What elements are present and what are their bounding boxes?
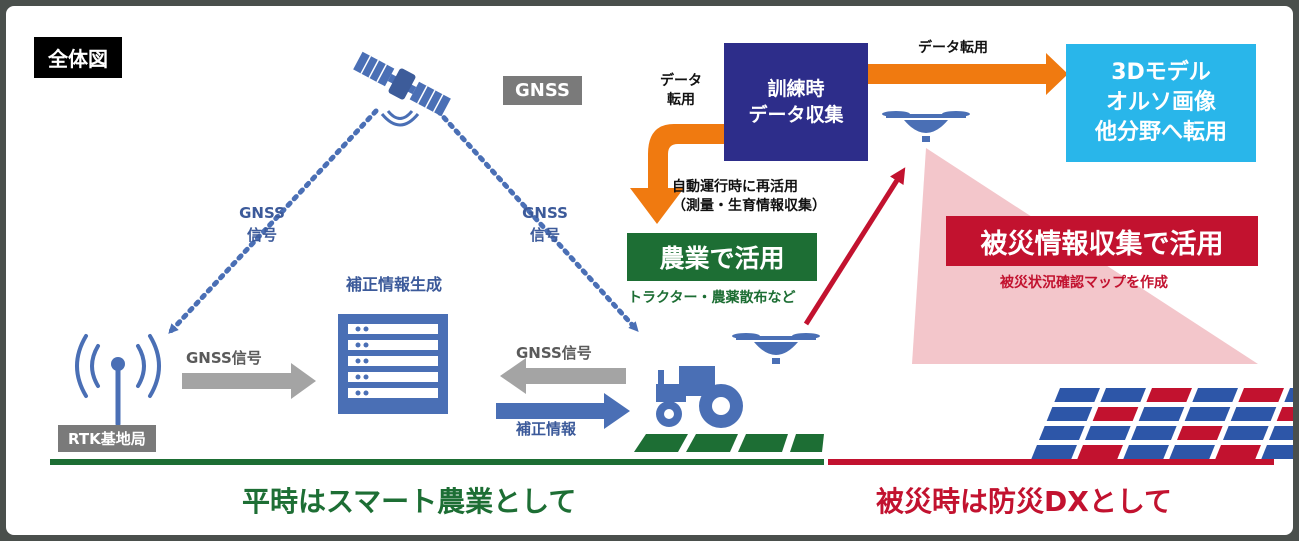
satellite-icon xyxy=(353,51,451,117)
agri-use-box: 農業で活用 xyxy=(627,233,817,281)
disaster-use-sub: 被災状況確認マップを作成 xyxy=(1000,275,1168,291)
title-tag: 全体図 xyxy=(34,37,122,78)
antenna-icon xyxy=(75,334,161,427)
drone-icon-lower xyxy=(732,333,820,364)
footer-left: 平時はスマート農業として xyxy=(242,485,577,518)
gnss-from-tractor-arrow xyxy=(500,358,626,394)
data-reuse-vertical: データ転用 xyxy=(660,73,702,108)
gnss-arrow-left xyxy=(168,108,379,334)
baseline-red xyxy=(828,459,1274,465)
autonomous-reuse-label: 自動運行時に再活用（測量・生育情報収集） xyxy=(672,179,826,214)
drone-icon-upper xyxy=(882,111,970,142)
gnss-to-server-label: GNSS信号 xyxy=(186,349,262,367)
farm-field xyxy=(634,434,824,452)
footer-right: 被災時は防災DXとして xyxy=(876,485,1172,518)
baseline-green xyxy=(50,459,824,465)
gnss-arrow-right xyxy=(435,108,639,332)
diagram-graphics xyxy=(50,51,1293,465)
data-reuse-top: データ転用 xyxy=(918,40,988,56)
disaster-use-box: 被災情報収集で活用 xyxy=(946,216,1258,266)
server-icon xyxy=(338,314,448,414)
orange-arrow-top xyxy=(866,53,1068,95)
correction-arrow xyxy=(496,393,630,429)
agri-use-sub: トラクター・農薬散布など xyxy=(628,290,796,306)
correction-gen-label: 補正情報生成 xyxy=(345,275,442,294)
gnss-to-server-arrow xyxy=(182,363,316,399)
drone-ascent-arrow xyxy=(803,167,906,326)
gnss-from-tractor-label: GNSS信号 xyxy=(516,344,592,362)
model-reuse-box: 3Dモデルオルソ画像他分野へ転用 xyxy=(1066,44,1256,162)
gnss-box: GNSS xyxy=(503,76,582,105)
signal-waves-icon xyxy=(380,110,420,127)
damage-map-grid xyxy=(1031,388,1293,459)
training-data-box: 訓練時データ収集 xyxy=(724,43,868,161)
correction-info-label: 補正情報 xyxy=(516,420,577,438)
tractor-icon xyxy=(656,366,743,428)
rtk-station-label: RTK基地局 xyxy=(58,425,156,452)
orange-arrow-curve xyxy=(630,124,724,224)
